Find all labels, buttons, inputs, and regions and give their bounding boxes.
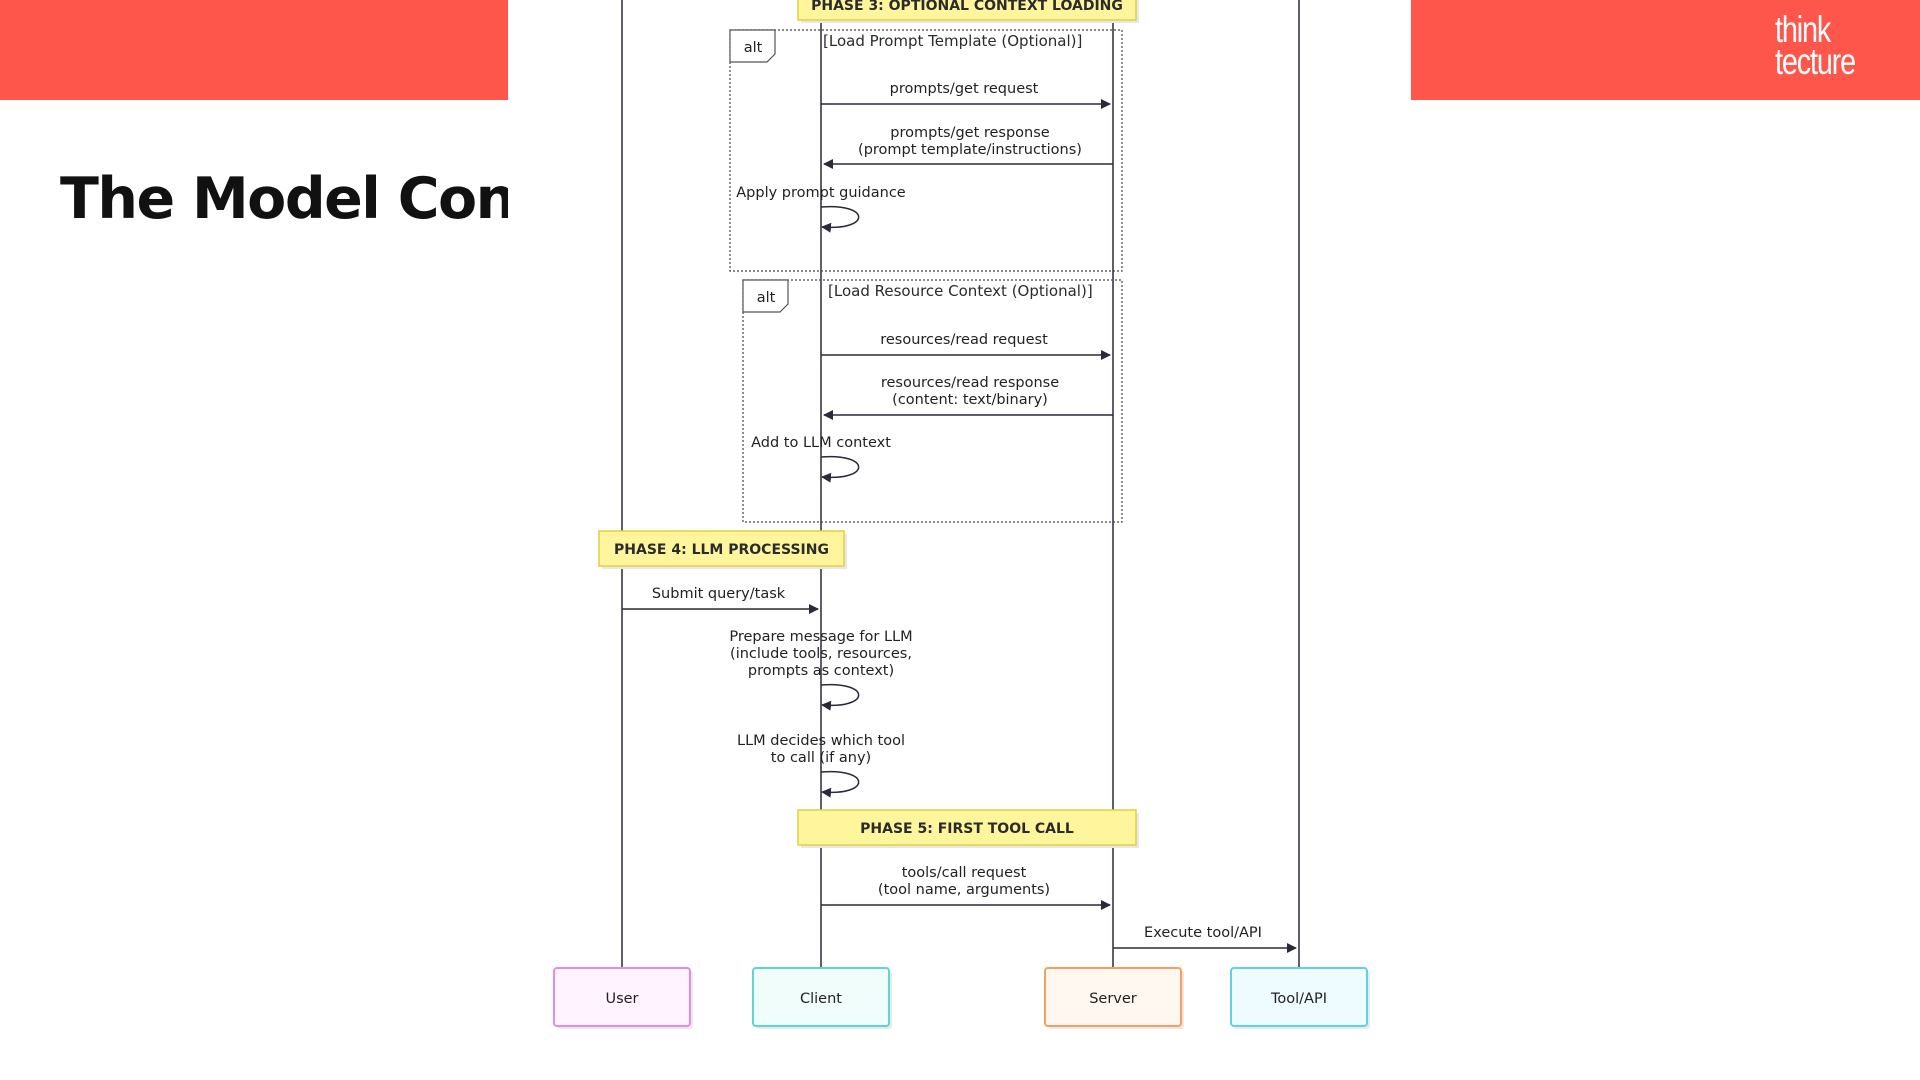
message-label-3-1: Apply prompt guidance: [736, 185, 906, 201]
alt-frame-1: [729, 29, 1123, 272]
self-message-loop-9: [820, 770, 860, 798]
participant-label-server: Server: [1089, 991, 1137, 1007]
message-label-2-2: (prompt template/instructions): [858, 142, 1082, 158]
participant-box-client: [752, 967, 890, 1027]
participant-label-tool: Tool/API: [1270, 991, 1327, 1007]
alt-condition-1: [Load Prompt Template (Optional)]: [823, 32, 1082, 50]
alt-tag-box-1: [729, 29, 776, 63]
message-label-11-1: Execute tool/API: [1144, 925, 1262, 941]
message-label-1-1: prompts/get request: [890, 81, 1039, 97]
message-label-9-2: to call (if any): [771, 750, 871, 766]
alt-tag-label-2: alt: [757, 290, 776, 306]
participant-box-server: [1044, 967, 1182, 1027]
message-label-10-2: (tool name, arguments): [878, 882, 1050, 898]
phase-label-1: PHASE 3: OPTIONAL CONTEXT LOADING: [811, 0, 1123, 14]
message-label-4-1: resources/read request: [880, 332, 1048, 348]
self-message-loop-3: [820, 205, 860, 233]
alt-tag-label-1: alt: [744, 40, 763, 56]
participant-label-user: User: [605, 991, 638, 1007]
self-message-loop-6: [820, 455, 860, 483]
message-label-6-1: Add to LLM context: [751, 435, 891, 451]
message-label-8-2: (include tools, resources,: [730, 646, 912, 662]
message-label-10-1: tools/call request: [902, 865, 1027, 881]
header-band-right: [1411, 0, 1920, 100]
message-label-7-1: Submit query/task: [652, 586, 786, 602]
phase-label-2: PHASE 4: LLM PROCESSING: [614, 542, 829, 558]
self-message-loop-8: [820, 683, 860, 711]
phase-banner-3: [797, 809, 1137, 846]
participant-box-user: [553, 967, 691, 1027]
brand-logo-line1: think: [1775, 9, 1831, 50]
message-label-8-3: prompts as context): [748, 663, 894, 679]
alt-frame-2: [742, 279, 1123, 523]
header-band-left: [0, 0, 508, 100]
participant-box-tool: [1230, 967, 1368, 1027]
phase-banner-1: [797, 0, 1137, 21]
phase-banner-2: [598, 530, 845, 567]
slide-title: The Model Cont: [60, 166, 508, 232]
alt-condition-2: [Load Resource Context (Optional)]: [828, 282, 1093, 300]
message-label-5-1: resources/read response: [881, 375, 1059, 391]
phase-label-3: PHASE 5: FIRST TOOL CALL: [860, 821, 1074, 837]
alt-tag-box-2: [742, 279, 789, 313]
brand-logo: think tecture: [1775, 9, 1856, 82]
message-label-8-1: Prepare message for LLM: [729, 629, 912, 645]
brand-logo-line2: tecture: [1775, 41, 1856, 82]
message-label-9-1: LLM decides which tool: [737, 733, 905, 749]
participant-label-client: Client: [800, 991, 842, 1007]
message-label-2-1: prompts/get response: [890, 125, 1050, 141]
message-label-5-2: (content: text/binary): [892, 392, 1048, 408]
